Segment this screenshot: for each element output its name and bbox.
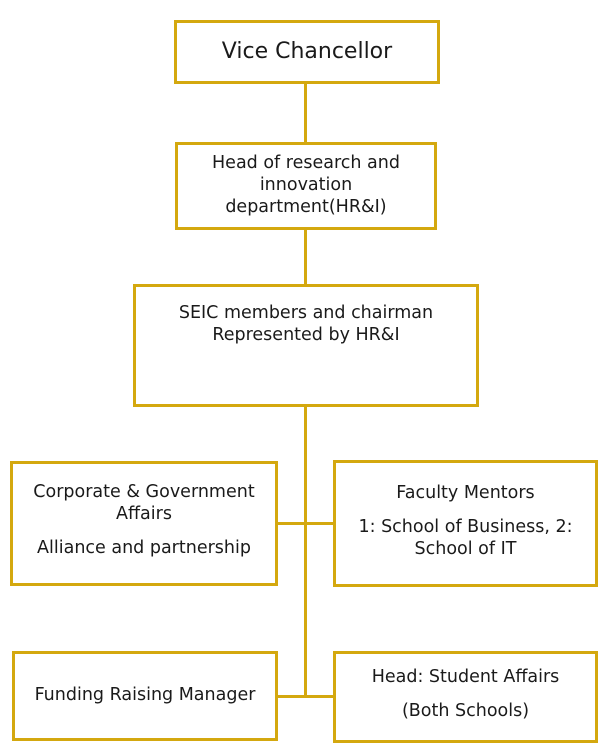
head-research-line-3: department(HR&I) (225, 196, 387, 217)
faculty-mentors-title: Faculty Mentors (396, 483, 535, 503)
corporate-affairs-line-2: Affairs (116, 503, 172, 524)
corporate-affairs-line-1: Corporate & Government (33, 482, 255, 502)
seic-box: SEIC members and chairman Represented by… (133, 284, 479, 407)
corporate-affairs-box: Corporate & Government Affairs Alliance … (10, 461, 278, 586)
funding-manager-box: Funding Raising Manager (12, 651, 278, 741)
seic-line-1: SEIC members and chairman (178, 303, 434, 323)
seic-line-2: Represented by HR&I (212, 324, 400, 345)
faculty-mentors-line-3: School of IT (414, 538, 517, 559)
student-affairs-box: Head: Student Affairs (Both Schools) (333, 651, 598, 743)
student-affairs-line-2: (Both Schools) (401, 700, 530, 721)
faculty-mentors-line-2: 1: School of Business, 2: (358, 516, 573, 537)
connector-trunk (304, 407, 307, 697)
funding-manager-title: Funding Raising Manager (34, 685, 256, 706)
vice-chancellor-title: Vice Chancellor (221, 39, 393, 65)
faculty-mentors-box: Faculty Mentors 1: School of Business, 2… (333, 460, 598, 587)
connector-hri-to-seic (304, 230, 307, 284)
connector-branch-lower (278, 695, 333, 698)
connector-branch-upper (278, 522, 333, 525)
student-affairs-title: Head: Student Affairs (371, 667, 560, 687)
head-research-box: Head of research and innovation departme… (175, 142, 437, 230)
alliance-partnership-line: Alliance and partnership (37, 537, 251, 558)
head-research-line-1: Head of research and (212, 153, 400, 174)
head-research-line-2: innovation (259, 175, 353, 196)
connector-vc-to-hri (304, 84, 307, 142)
vice-chancellor-box: Vice Chancellor (174, 20, 440, 84)
